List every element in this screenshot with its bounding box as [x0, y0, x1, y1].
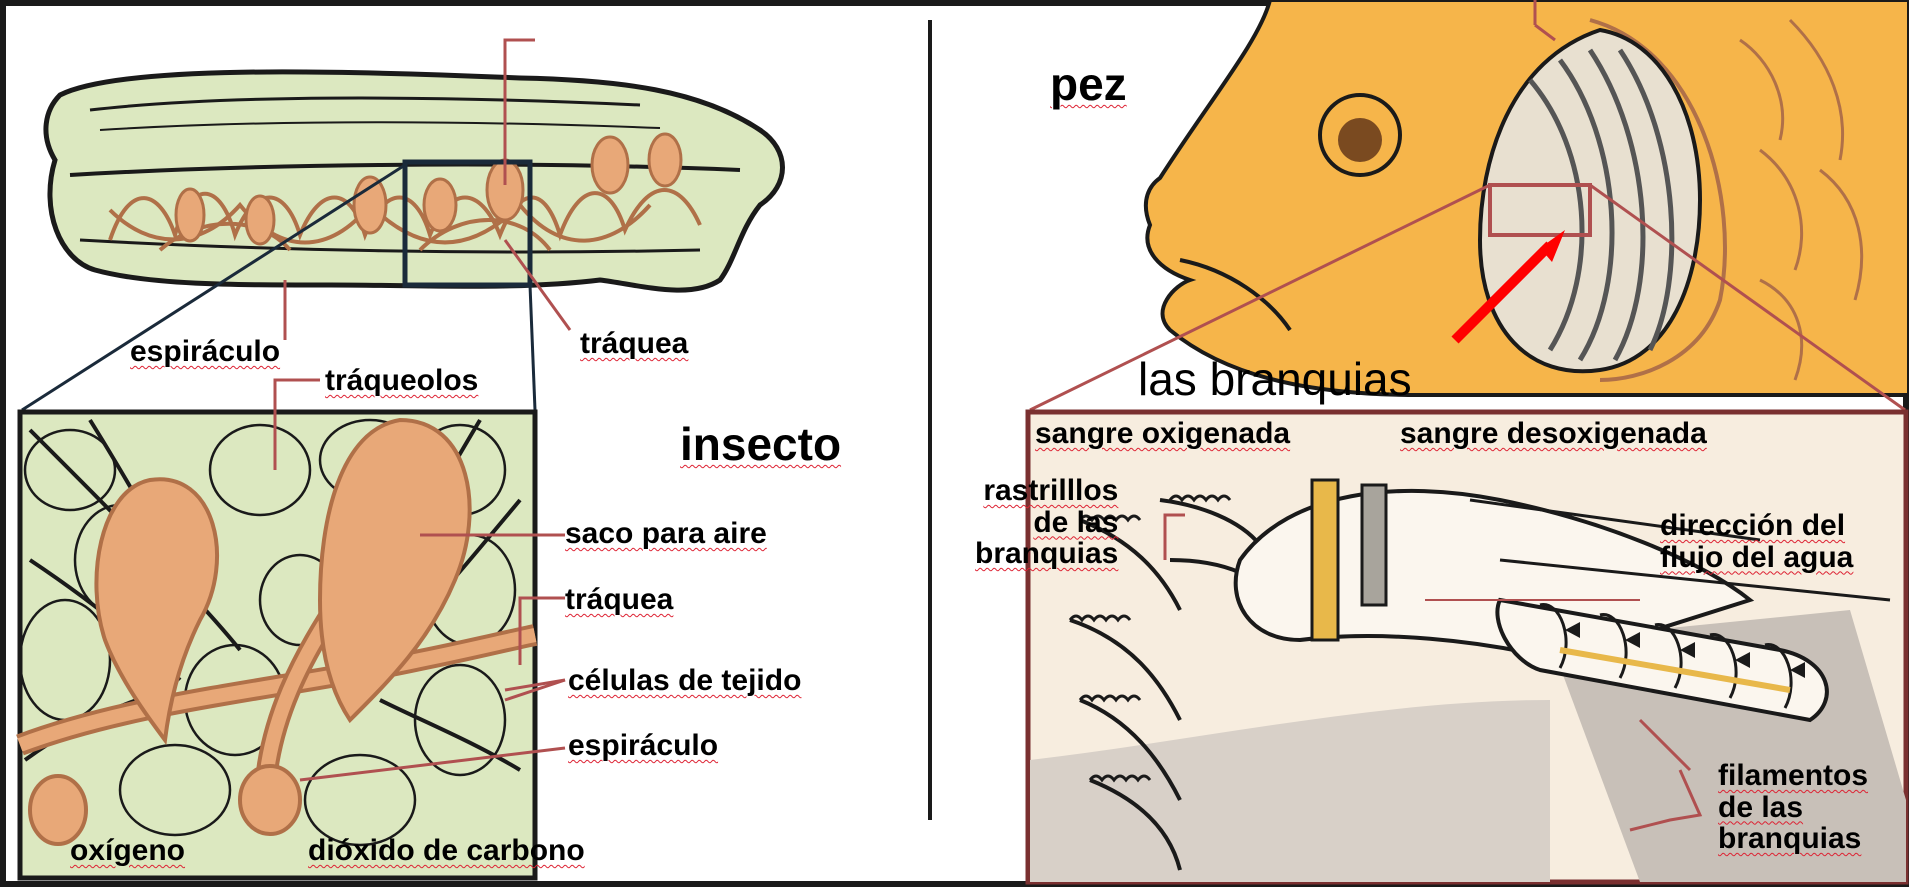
label-traqueolos: tráqueolos: [325, 364, 479, 397]
zoom-line-left: [21, 163, 406, 412]
zoom-line-right: [528, 284, 537, 411]
label-las-branquias: las branquias: [1138, 353, 1412, 405]
traquea-top-pointer: [503, 38, 535, 185]
label-dioxido: dióxido de carbono: [308, 834, 585, 867]
label-espiraculo-detail: espiráculo: [568, 729, 719, 762]
label-rastrillos: rastrilllos de las branquias: [975, 474, 1119, 570]
gill-zoom-box: [1488, 183, 1592, 237]
deoxygenated-vessel: [1360, 483, 1388, 607]
insect-zoom-box: [402, 159, 533, 288]
label-filamentos: filamentos de las branquias: [1718, 759, 1869, 855]
label-oxigeno: oxígeno: [70, 834, 186, 867]
gill-detail-pointers: [1163, 513, 1703, 832]
insect-body-illustration: [43, 69, 785, 293]
fish-head-illustration: [1143, 0, 1909, 397]
gill-filaments: [1495, 597, 1829, 723]
air-sac-right: [317, 417, 472, 724]
red-arrow: [1451, 241, 1554, 344]
traquea-top-leader: [503, 239, 572, 331]
gill-detail-panel: [1025, 409, 1909, 885]
label-traquea-detail: tráquea: [565, 583, 674, 616]
spiracle-left: [28, 774, 88, 846]
label-direccion: dirección del flujo del agua: [1660, 509, 1854, 574]
insect-title: insecto: [680, 418, 842, 470]
fish-title: pez: [1050, 58, 1127, 110]
label-sangre-desoxigenada: sangre desoxigenada: [1400, 417, 1707, 450]
insect-detail-pointers: [273, 378, 566, 782]
insect-detail-panel: [16, 409, 538, 881]
label-saco-aire: saco para aire: [565, 517, 767, 550]
label-celulas: células de tejido: [568, 664, 802, 697]
oxygenated-vessel: [1310, 478, 1340, 642]
label-sangre-oxigenada: sangre oxigenada: [1035, 417, 1291, 450]
air-sac-left: [94, 477, 220, 746]
label-espiraculo-top: espiráculo: [130, 335, 281, 368]
spiracle-right: [238, 764, 302, 836]
label-traquea-top: tráquea: [580, 327, 689, 360]
